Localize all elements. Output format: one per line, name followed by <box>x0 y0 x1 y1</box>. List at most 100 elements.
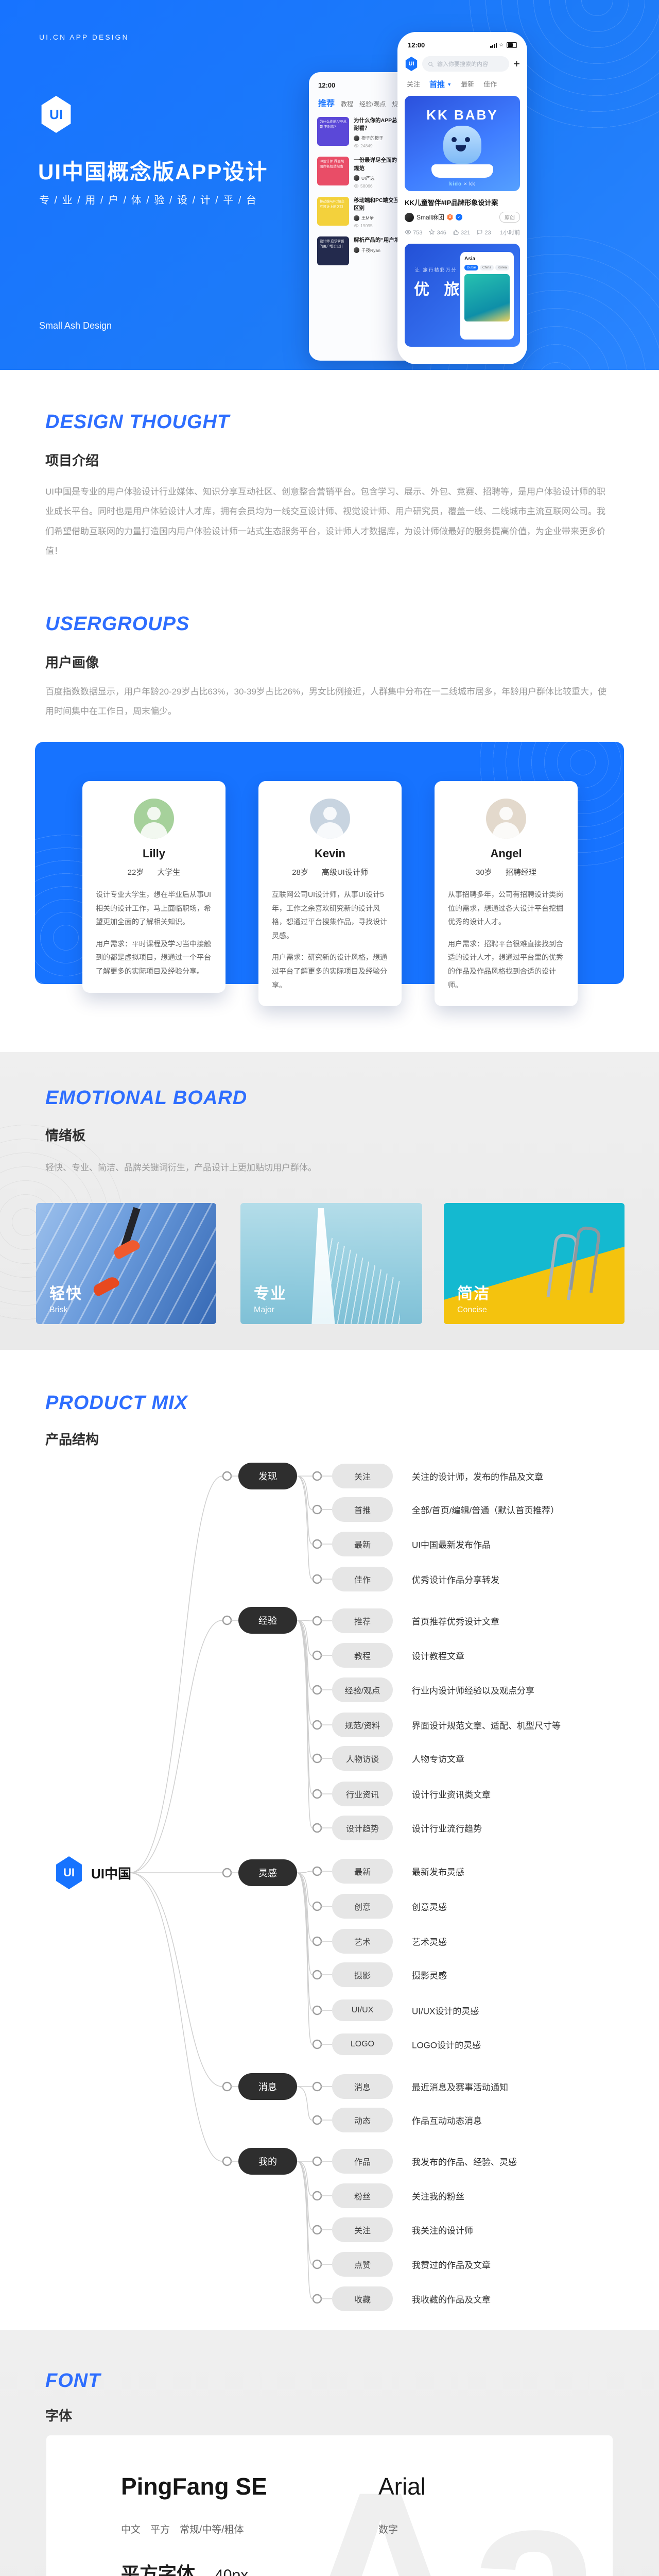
font-name-primary: PingFang SE <box>121 2473 267 2500</box>
tab-首推[interactable]: 首推 ▼ <box>429 80 452 89</box>
travel-photo <box>464 274 510 321</box>
intro-section: DESIGN THOUGHT 项目介绍 UI中国是专业的用户体验设计行业媒体、知… <box>0 370 659 1052</box>
font-name-secondary: Arial <box>378 2473 426 2500</box>
tree-leaf-description: 我关注的设计师 <box>412 2226 473 2236</box>
font-note-secondary: 数字 <box>378 2524 398 2535</box>
phone-clock: 12:00 <box>318 81 336 89</box>
phone-back-list: 为什么你的APP总是 不耐看? 为什么你的APP总是不耐看？ 橙子的橙子 248… <box>316 117 411 266</box>
tree-leaf-LOGO: LOGO <box>332 2033 393 2055</box>
travel-subtitle: 让 旅行精彩万分 <box>415 267 457 273</box>
tab-教程[interactable]: 教程 <box>341 100 354 108</box>
stat-chat[interactable]: 23 <box>476 229 491 236</box>
post-thumbnail: 移动端与PC端交互设计上的区别 <box>317 196 349 226</box>
persona-card-lilly: Lilly 22岁大学生 设计专业大学生，想在毕业后从事UI相关的设计工作，马上… <box>82 781 226 993</box>
tree-leaf-description: 关注的设计师，发布的作品及文章 <box>412 1472 543 1482</box>
avatar <box>354 247 359 253</box>
usergroups-paragraph: 百度指数数据显示，用户年龄20-29岁占比63%，30-39岁占比26%，男女比… <box>45 687 607 717</box>
tab-关注[interactable]: 关注 <box>407 80 421 88</box>
tab-推荐[interactable]: 推荐 <box>318 99 335 108</box>
feed-card-cover[interactable]: KK BABY kido × kk <box>405 96 520 191</box>
ui-logo-small: UI <box>405 57 418 71</box>
persona-role: 高级UI设计师 <box>321 868 368 877</box>
mood-label-cn: 简洁 <box>457 1285 490 1302</box>
post-title: 为什么你的APP总是不耐看？ <box>354 117 408 132</box>
tree-leaf-最新: 最新 <box>332 1859 393 1884</box>
phone-status-bar: 12:00 ☆ <box>405 40 520 50</box>
tree-branch-我的: 我的 <box>238 2148 297 2175</box>
tree-branch-经验: 经验 <box>238 1607 297 1634</box>
tree-leaf-经验/观点: 经验/观点 <box>332 1677 393 1702</box>
avatar <box>354 215 359 221</box>
caption-rest: × kk <box>462 181 476 187</box>
logo-text: UI <box>408 61 414 67</box>
list-item[interactable]: 移动端与PC端交互设计上的区别 移动端和PC端交互的区别 王M争 19095 <box>317 196 410 228</box>
chip-Dubai[interactable]: Dubai <box>464 265 478 270</box>
font-heading: FONT <box>45 2370 101 2392</box>
stat-thumb[interactable]: 321 <box>453 229 470 236</box>
views-row: 58066 <box>354 183 410 189</box>
font-size-list: 平方字体 40px 平方字体 32px 平方字体 28px 平方字体 26px … <box>121 2559 248 2576</box>
tree-root: UI UI中国 <box>54 1856 131 1889</box>
add-button[interactable]: + <box>513 57 520 70</box>
hero-signature: Small Ash Design <box>39 320 112 331</box>
tab-佳作[interactable]: 佳作 <box>483 80 497 88</box>
feed-tabs: 关注首推 ▼ 最新佳作 <box>407 79 518 90</box>
mood-label-en: Concise <box>457 1306 487 1314</box>
tree-leaf-description: LOGO设计的灵感 <box>412 2040 481 2050</box>
tree-leaf-description: 行业内设计师经验以及观点分享 <box>412 1686 534 1696</box>
tree-leaf-作品: 作品 <box>332 2149 393 2174</box>
tree-leaf-设计趋势: 设计趋势 <box>332 1816 393 1840</box>
emotional-paragraph: 轻快、专业、简洁、品牌关键词衍生，产品设计上更加贴切用户群体。 <box>45 1163 317 1173</box>
product-mix-subheading: 产品结构 <box>45 1432 99 1447</box>
persona-name: Kevin <box>315 847 345 860</box>
persona-description: 从事招聘多年，公司有招聘设计类岗位的需求，想通过各大设计平台挖掘优秀的设计人才。 <box>448 890 563 926</box>
tab-经验/观点[interactable]: 经验/观点 <box>359 100 386 108</box>
tree-leaf-教程: 教程 <box>332 1643 393 1668</box>
list-item[interactable]: 为什么你的APP总是 不耐看? 为什么你的APP总是不耐看？ 橙子的橙子 248… <box>317 117 410 148</box>
design-thought-subheading: 项目介绍 <box>45 453 99 468</box>
emotional-subheading: 情绪板 <box>45 1128 86 1143</box>
list-item[interactable]: 设计师 应该掌握的用户增长设计 解析产品的“用户增长” 千夜Ryan <box>317 236 410 266</box>
font-size-value: 40px <box>215 2567 249 2576</box>
tab-最新[interactable]: 最新 <box>461 80 475 88</box>
travel-title: 优 旅 <box>414 281 465 298</box>
page-title: UI中国概念版APP设计 <box>38 160 268 184</box>
tree-leaf-首推: 首推 <box>332 1497 393 1522</box>
chip-Korea[interactable]: Korea <box>495 265 510 270</box>
persona-description: 设计专业大学生，想在毕业后从事UI相关的设计工作，马上面临职场，希望更加全面的了… <box>96 890 211 926</box>
avatar <box>354 175 359 181</box>
search-placeholder: 输入你要搜索的内容 <box>437 61 488 67</box>
tree-leaf-description: 关注我的粉丝 <box>412 2192 464 2202</box>
font-size-label: 平方字体 <box>121 2563 196 2576</box>
tree-leaf-description: 人物专访文章 <box>412 1754 464 1765</box>
avatar <box>134 799 174 839</box>
author-name[interactable]: Small麻团 <box>417 214 445 221</box>
tree-leaf-description: 我发布的作品、经验、灵感 <box>412 2157 517 2167</box>
stat-star[interactable]: 346 <box>428 229 446 236</box>
author-row: 王M争 <box>354 215 410 221</box>
persona-age: 22岁 <box>127 868 144 877</box>
tree-leaf-description: UI中国最新发布作品 <box>412 1540 491 1550</box>
illustration-shape <box>91 1275 121 1297</box>
avatar <box>405 212 414 222</box>
list-item[interactable]: UI设计师 界面切图命名规范指南 一份最详尽全面的命名规范 UI严选 58066 <box>317 157 410 189</box>
bathtub-illustration <box>431 164 493 178</box>
chip-China[interactable]: China <box>479 265 494 270</box>
usergroups-subheading: 用户画像 <box>45 655 99 670</box>
stat-eye[interactable]: 753 <box>405 229 422 236</box>
search-input[interactable]: 输入你要搜索的内容 <box>422 56 510 72</box>
tree-leaf-创意: 创意 <box>332 1894 393 1919</box>
tree-leaf-description: UI/UX设计的灵感 <box>412 2006 479 2016</box>
persona-needs: 用户需求：招聘平台很难直接找到合适的设计人才，想通过平台里的优秀的作品及作品风格… <box>448 939 563 989</box>
tree-leaf-description: 我收藏的作品及文章 <box>412 2295 491 2305</box>
ui-china-logo: UI <box>41 96 71 133</box>
tree-leaf-人物访谈: 人物访谈 <box>332 1746 393 1771</box>
persona-panel: Lilly 22岁大学生 设计专业大学生，想在毕业后从事UI相关的设计工作，马上… <box>0 659 659 1046</box>
tree-leaf-最新: 最新 <box>332 1532 393 1556</box>
tree-leaf-摄影: 摄影 <box>332 1962 393 1987</box>
post-title: 移动端和PC端交互的区别 <box>354 197 405 212</box>
persona-name: Angel <box>490 847 522 860</box>
